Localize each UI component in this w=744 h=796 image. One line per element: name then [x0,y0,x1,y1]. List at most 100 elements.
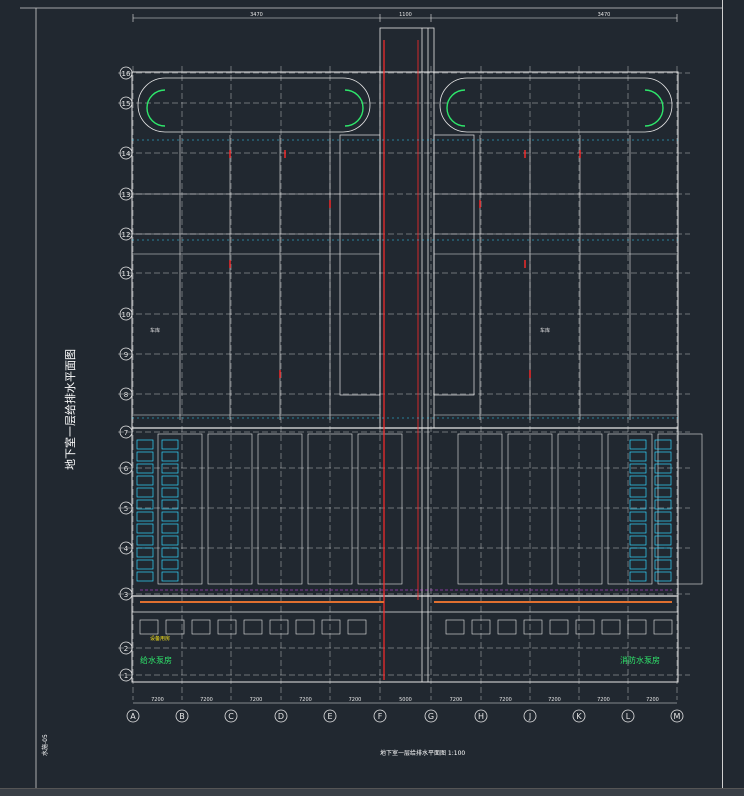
grid-label: 6 [124,465,129,473]
grid-label: F [378,712,383,721]
grid-bubble [621,709,635,723]
grid-label: D [278,712,284,721]
dim-text: 3470 [250,12,263,18]
parking-stall [136,463,154,474]
grid-bubble [424,709,438,723]
parking-stall [654,511,672,522]
grid-label: L [626,712,631,721]
parking-stall [161,547,179,558]
parking-stall [136,535,154,546]
dim-text: 7200 [299,697,312,703]
ramp-arrow [446,89,466,127]
dim-text: 7200 [349,697,362,703]
grid-label: E [327,712,332,721]
grid-label: 14 [122,150,131,158]
parking-stall [629,451,647,462]
grid-label: J [528,712,531,721]
grid-bubble [523,709,537,723]
parking-stall [136,487,154,498]
equipment-unit [627,619,647,635]
grid-bubble [119,668,133,682]
grid-label: 11 [122,270,131,278]
storage-bay [457,433,503,585]
parking-stall [654,559,672,570]
grid-bubble [119,187,133,201]
grid-bubble [119,307,133,321]
storage-bay [207,433,253,585]
room-label: 车库 [150,327,160,334]
parking-stall [629,547,647,558]
grid-label: B [179,712,185,721]
grid-bubble [323,709,337,723]
parking-stall [629,523,647,534]
parking-stall [136,523,154,534]
parking-stall [161,523,179,534]
grid-bubble [373,709,387,723]
grid-bubble [224,709,238,723]
parking-stall [161,487,179,498]
equipment-unit [295,619,315,635]
stair-core [339,134,381,396]
storage-bay [557,433,603,585]
ramp-arrow [644,89,664,127]
grid-bubble [474,709,488,723]
grid-label: M [674,712,681,721]
grid-bubble [119,587,133,601]
parking-stall [136,559,154,570]
dim-text: 5000 [399,697,412,703]
grid-label: 2 [124,645,128,653]
parking-stall [654,535,672,546]
drawing-scale-label: 地下室一层给排水平面图 1:100 [380,750,466,757]
grid-bubble [274,709,288,723]
grid-bubble [119,641,133,655]
grid-label: C [228,712,234,721]
grid-bubble [119,266,133,280]
dim-text: 7200 [151,697,164,703]
equipment-unit [191,619,211,635]
grid-bubble [175,709,189,723]
storage-bay [357,433,403,585]
equipment-unit [445,619,465,635]
ramp-arrow [146,89,166,127]
stair-core [433,134,475,396]
storage-bay [307,433,353,585]
parking-stall [161,535,179,546]
grid-bubble [119,387,133,401]
equipment-unit [601,619,621,635]
dim-text: 7200 [450,697,463,703]
room-label: 车库 [540,327,550,334]
storage-bay [257,433,303,585]
equipment-unit [139,619,159,635]
status-bar[interactable] [0,788,744,796]
parking-stall [654,547,672,558]
parking-stall [629,475,647,486]
grid-bubble [119,501,133,515]
grid-bubble [119,541,133,555]
grid-label: H [478,712,484,721]
side-panel[interactable] [722,0,744,788]
parking-stall [136,499,154,510]
equipment-unit [269,619,289,635]
parking-stall [136,547,154,558]
dim-text: 7200 [548,697,561,703]
parking-stall [654,451,672,462]
grid-bubble [119,347,133,361]
equipment-unit [321,619,341,635]
parking-stall [629,463,647,474]
grid-label: 1 [124,672,128,680]
equipment-unit [497,619,517,635]
dim-text: 7200 [597,697,610,703]
equipment-unit [243,619,263,635]
grid-bubble [119,227,133,241]
column-grid [118,66,690,700]
grid-label: 10 [122,311,131,319]
equipment-unit [347,619,367,635]
grid-label: 12 [122,231,131,239]
grid-bubble [126,709,140,723]
grid-label: G [428,712,434,721]
parking-stall [654,499,672,510]
dim-text: 7200 [646,697,659,703]
